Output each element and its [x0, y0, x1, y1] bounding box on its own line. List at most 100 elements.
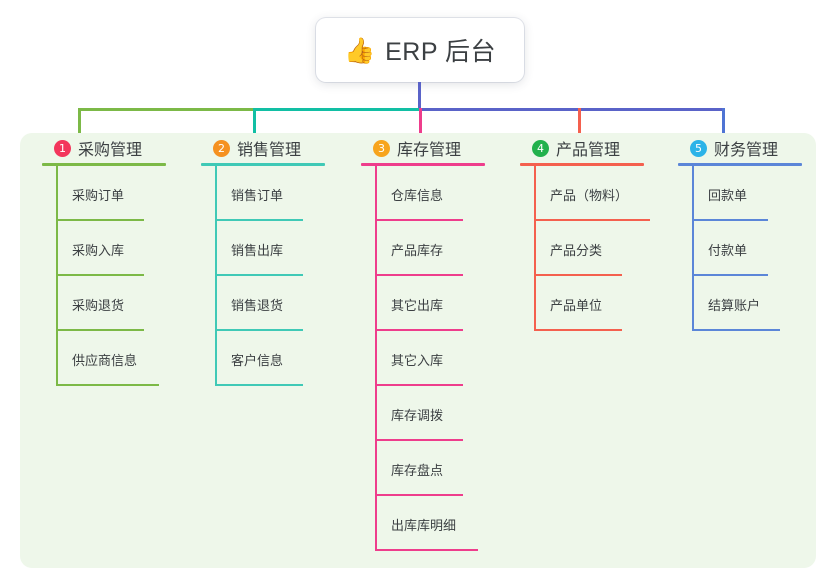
- branch-item[interactable]: 库存调拨: [361, 386, 485, 441]
- branch-item[interactable]: 库存盘点: [361, 441, 485, 496]
- branch-items: 采购订单采购入库采购退货供应商信息: [42, 166, 166, 386]
- branch-column-1: 1 采购管理采购订单采购入库采购退货供应商信息: [42, 133, 166, 386]
- branch-header-5[interactable]: 5 财务管理: [678, 133, 802, 163]
- branch-item-label: 产品分类: [550, 243, 603, 258]
- branch-item[interactable]: 客户信息: [201, 331, 325, 386]
- branch-column-5: 5 财务管理回款单付款单结算账户: [678, 133, 802, 331]
- branch-item-rule: [375, 549, 478, 551]
- branch-item[interactable]: 供应商信息: [42, 331, 166, 386]
- branch-spine: [215, 166, 217, 386]
- branch-item-label: 产品（物料）: [550, 188, 629, 203]
- branch-item-rule: [56, 329, 144, 331]
- branch-item-rule: [692, 329, 780, 331]
- branch-index-badge: 2: [213, 139, 230, 157]
- branch-items: 仓库信息产品库存其它出库其它入库库存调拨库存盘点出库库明细: [361, 166, 485, 551]
- branch-item-rule: [215, 329, 303, 331]
- branch-item-rule: [375, 384, 463, 386]
- branch-item-label: 仓库信息: [391, 188, 444, 203]
- branch-item-label: 销售退货: [231, 298, 284, 313]
- branch-item-label: 客户信息: [231, 353, 284, 368]
- branch-item-label: 付款单: [708, 243, 748, 258]
- branch-header-rule: [361, 163, 485, 166]
- branch-item[interactable]: 其它入库: [361, 331, 485, 386]
- branch-item[interactable]: 采购订单: [42, 166, 166, 221]
- branch-title: 产品管理: [556, 142, 621, 159]
- branch-header-1[interactable]: 1 采购管理: [42, 133, 166, 163]
- branch-column-2: 2 销售管理销售订单销售出库销售退货客户信息: [201, 133, 325, 386]
- branch-item-label: 采购退货: [72, 298, 125, 313]
- branch-item[interactable]: 产品（物料）: [520, 166, 650, 221]
- branch-header-rule: [42, 163, 166, 166]
- branch-title: 销售管理: [237, 142, 302, 159]
- branch-item[interactable]: 结算账户: [678, 276, 802, 331]
- branch-item[interactable]: 采购入库: [42, 221, 166, 276]
- branch-item-rule: [534, 274, 622, 276]
- branch-item[interactable]: 产品分类: [520, 221, 644, 276]
- branch-item[interactable]: 其它出库: [361, 276, 485, 331]
- branch-items: 产品（物料） 产品分类产品单位: [520, 166, 650, 331]
- branch-item-label: 回款单: [708, 188, 748, 203]
- branch-item[interactable]: 产品库存: [361, 221, 485, 276]
- branch-title: 财务管理: [714, 142, 779, 159]
- branch-item-rule: [56, 219, 144, 221]
- branch-item-rule: [375, 274, 463, 276]
- branch-spine: [56, 166, 58, 386]
- branch-item-label: 库存盘点: [391, 463, 444, 478]
- thumbs-up-icon: 👍: [343, 36, 376, 65]
- branch-item-rule: [56, 384, 159, 386]
- branch-item-rule: [375, 439, 463, 441]
- branch-spine: [534, 166, 536, 331]
- branch-items: 回款单付款单结算账户: [678, 166, 802, 331]
- branch-item-rule: [56, 274, 144, 276]
- connector-bus-teal: [253, 108, 419, 111]
- branch-item[interactable]: 出库库明细: [361, 496, 485, 551]
- branch-index-badge: 3: [373, 139, 390, 157]
- branch-index-badge: 4: [532, 139, 549, 157]
- branch-item-rule: [534, 219, 650, 221]
- branch-item-label: 其它出库: [391, 298, 444, 313]
- branch-header-rule: [520, 163, 644, 166]
- branch-item[interactable]: 采购退货: [42, 276, 166, 331]
- branch-item-rule: [375, 494, 463, 496]
- branch-header-rule: [678, 163, 802, 166]
- branch-item-label: 结算账户: [708, 298, 761, 313]
- branch-item[interactable]: 产品单位: [520, 276, 644, 331]
- branch-item-label: 出库库明细: [391, 518, 457, 533]
- branch-item-label: 采购订单: [72, 188, 125, 203]
- branch-item-label: 其它入库: [391, 353, 444, 368]
- connector-root-drop: [418, 82, 421, 110]
- branch-item-rule: [215, 274, 303, 276]
- branch-item-rule: [215, 384, 303, 386]
- diagram-canvas: 1 采购管理采购订单采购入库采购退货供应商信息 2 销售管理销售订单销售出库销售退货…: [20, 133, 816, 568]
- branch-item[interactable]: 付款单: [678, 221, 802, 276]
- branch-item-label: 供应商信息: [72, 353, 138, 368]
- branch-item-label: 销售出库: [231, 243, 284, 258]
- branch-item-label: 销售订单: [231, 188, 284, 203]
- branch-item-label: 产品库存: [391, 243, 444, 258]
- branch-item-label: 库存调拨: [391, 408, 444, 423]
- branch-header-4[interactable]: 4 产品管理: [520, 133, 644, 163]
- branch-header-2[interactable]: 2 销售管理: [201, 133, 325, 163]
- branch-title: 采购管理: [78, 142, 143, 159]
- branch-item[interactable]: 仓库信息: [361, 166, 485, 221]
- branch-item[interactable]: 销售出库: [201, 221, 325, 276]
- branch-item[interactable]: 销售订单: [201, 166, 325, 221]
- branch-item[interactable]: 销售退货: [201, 276, 325, 331]
- branch-item[interactable]: 回款单: [678, 166, 802, 221]
- connector-bus-green: [78, 108, 253, 111]
- branch-items: 销售订单销售出库销售退货客户信息: [201, 166, 325, 386]
- branch-item-rule: [692, 219, 768, 221]
- branch-index-badge: 5: [690, 139, 707, 157]
- branch-header-rule: [201, 163, 325, 166]
- branch-item-rule: [375, 329, 463, 331]
- branch-item-rule: [534, 329, 622, 331]
- root-node-title: ERP 后台: [385, 38, 497, 66]
- branch-item-label: 采购入库: [72, 243, 125, 258]
- branch-item-rule: [692, 274, 768, 276]
- branch-item-rule: [375, 219, 463, 221]
- root-node-card[interactable]: 👍 ERP 后台: [316, 18, 524, 82]
- branch-spine: [375, 166, 377, 551]
- branch-index-badge: 1: [54, 139, 71, 157]
